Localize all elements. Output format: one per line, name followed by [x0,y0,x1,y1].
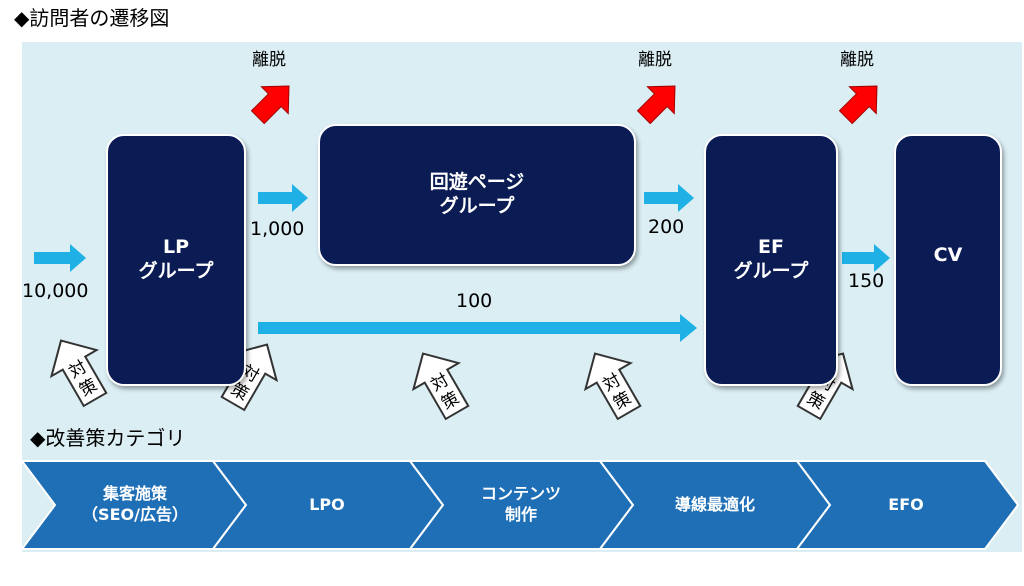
node-circulation-group: 回遊ページ グループ [318,124,636,266]
exit-label-ef: 離脱 [840,50,874,70]
exit-arrow-lp [250,85,290,125]
flow-lp-to-ef-count: 100 [456,290,493,312]
node-lp-group: LP グループ [106,134,246,386]
entry-arrow [34,244,86,272]
category-3-line2: 制作 [504,505,537,524]
category-label-1: 集客施策 （SEO/広告） [60,461,210,549]
measure-arrow-circ-right: 対 策 [583,352,642,421]
category-3-line1: コンテンツ [480,484,561,504]
category-5-line1: EFO [888,494,924,514]
node-cv: CV [894,134,1002,386]
node-ef-line1: EF [758,236,784,259]
lp-to-circ-arrow [258,184,308,212]
node-ef-group: EF グループ [704,134,838,386]
measure-arrow-entry: 対 策 [49,339,108,408]
exit-label-circ: 離脱 [638,50,672,70]
category-label-4: 導線最適化 [637,461,793,549]
category-label-5: EFO [832,461,980,549]
node-circ-line1: 回遊ページ [429,171,525,194]
node-cv-line1: CV [933,244,963,266]
circ-to-ef-arrow [644,184,694,212]
exit-label-lp: 離脱 [252,50,286,70]
node-lp-line1: LP [162,236,190,259]
category-2-line1: LPO [309,494,345,514]
flow-lp-to-circ-count: 1,000 [250,218,305,240]
exit-arrow-ef [838,85,878,125]
category-title: ◆改善策カテゴリ [30,426,186,450]
category-label-3: コンテンツ 制作 [446,461,596,549]
category-chevron-5 [795,460,1020,550]
flow-ef-to-cv-count: 150 [848,270,885,292]
node-ef-line2: グループ [733,260,809,282]
exit-arrow-circ [636,85,676,125]
flow-title: ◆訪問者の遷移図 [14,6,170,30]
category-ribbon [20,460,1020,550]
category-label-2: LPO [252,461,402,549]
flow-circ-to-ef-count: 200 [648,216,685,238]
category-4-line1: 導線最適化 [674,494,755,514]
ef-to-cv-arrow [842,244,890,272]
lp-to-ef-arrow [258,314,697,342]
measure-arrow-circ-left: 対 策 [411,352,470,421]
category-1-line1: 集客施策 [102,484,167,504]
flow-entry-count: 10,000 [22,280,89,302]
node-circ-line2: グループ [439,195,515,217]
category-1-line2: （SEO/広告） [82,505,188,524]
node-lp-line2: グループ [138,260,214,282]
